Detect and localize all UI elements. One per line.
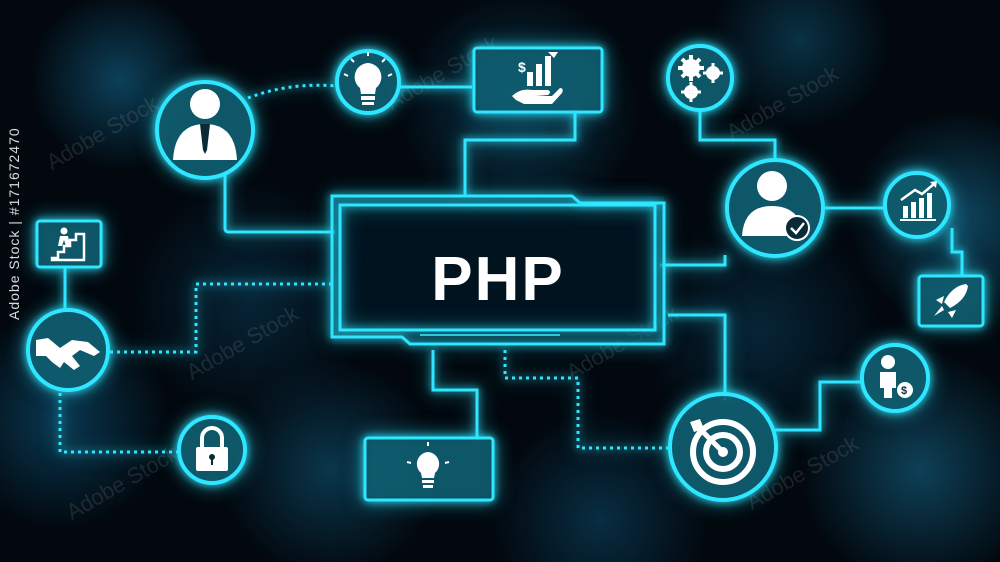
php-title: PHP: [431, 245, 564, 314]
svg-text:$: $: [518, 59, 526, 75]
gears-icon: [678, 55, 723, 102]
investor-icon: $: [880, 355, 913, 398]
lightbulb-icon-bottom: [406, 442, 450, 488]
padlock-icon: [196, 426, 228, 471]
stock-id-watermark: Adobe Stock | #171672470: [6, 127, 22, 320]
career-stairs-icon: [50, 227, 86, 262]
lightbulb-icon: [343, 52, 393, 105]
rocket-icon: [934, 284, 968, 318]
php-frame: [330, 194, 666, 346]
target-icon: [690, 419, 756, 485]
money-growth-icon: $: [512, 52, 563, 104]
user-check-icon: [742, 171, 810, 241]
svg-text:$: $: [901, 385, 907, 397]
growth-chart-icon: [900, 181, 937, 221]
handshake-icon: [36, 338, 100, 370]
connector-lines: [58, 83, 964, 454]
businessman-icon: [173, 89, 237, 160]
